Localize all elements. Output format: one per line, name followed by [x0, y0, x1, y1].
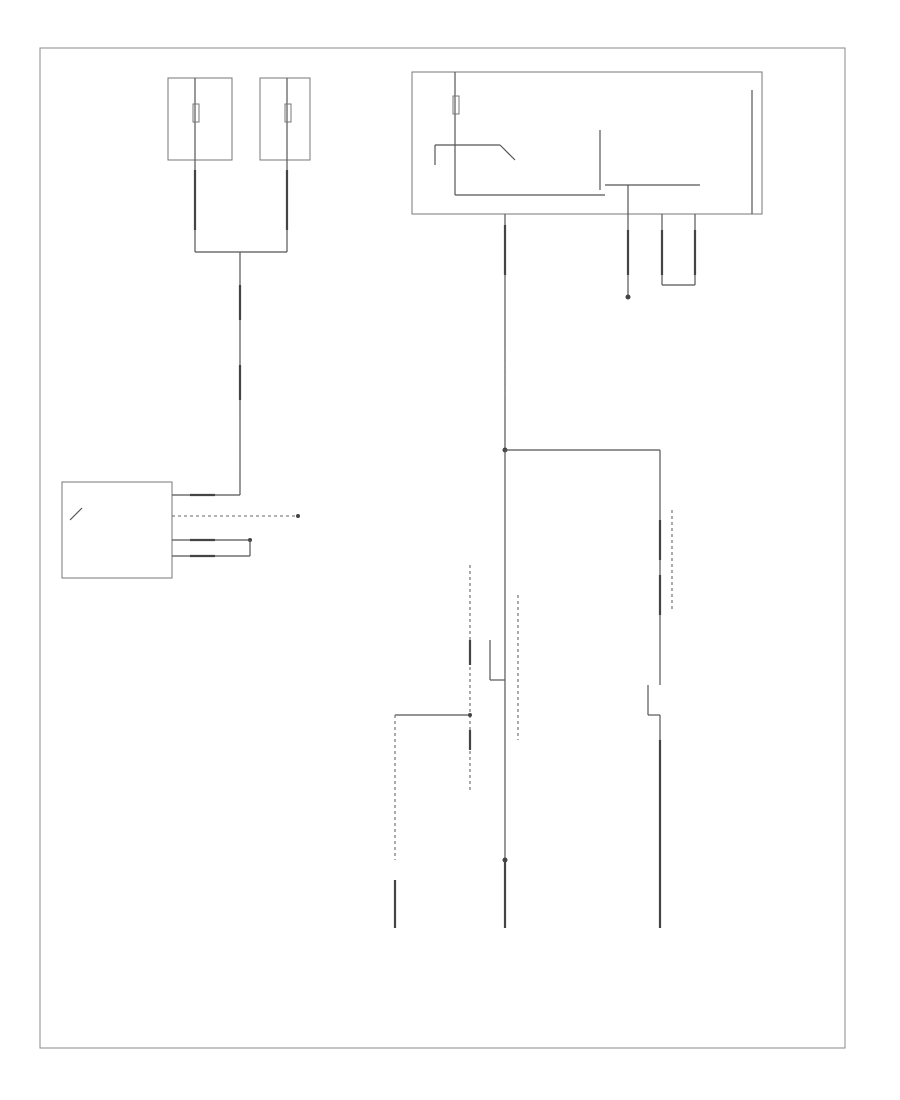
central-trunk: [502, 214, 660, 928]
central-switch-group: [395, 565, 519, 790]
diagram-frame: [39, 47, 846, 1049]
fuse-box-left: [167, 77, 233, 161]
fuse-box-mid: [259, 77, 311, 161]
fuse-box-right: [411, 71, 763, 215]
right-module-outputs: [625, 185, 697, 300]
right-ground-branch: [647, 450, 673, 928]
cluster-module: [61, 481, 300, 579]
left-feed-wires: [193, 160, 289, 495]
